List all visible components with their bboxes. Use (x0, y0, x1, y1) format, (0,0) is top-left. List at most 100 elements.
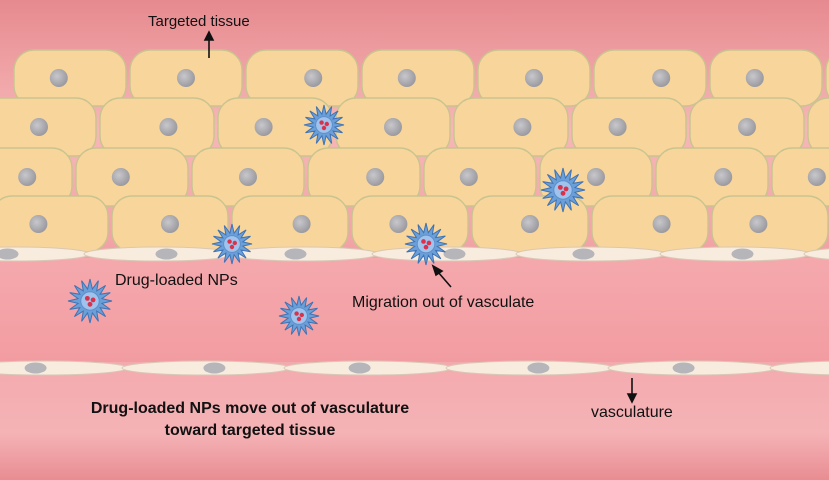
cell-nucleus (292, 215, 311, 233)
label-migration: Migration out of vasculate (352, 294, 535, 311)
cell-nucleus (397, 69, 416, 87)
tissue-cell (807, 97, 829, 157)
cell-nucleus (18, 168, 37, 186)
label-targeted-tissue: Targeted tissue (148, 13, 250, 30)
cell-nucleus (459, 168, 478, 186)
nanoparticle (211, 223, 253, 265)
cell-nucleus (254, 118, 273, 136)
cell-nucleus (161, 215, 179, 233)
tissue-cell (361, 49, 475, 107)
tissue-cell (13, 49, 127, 107)
endothelium-top (0, 246, 829, 262)
cell-nucleus (807, 168, 826, 186)
tissue-cell (471, 195, 589, 253)
cell-nucleus (384, 118, 402, 136)
nanoparticle (278, 295, 320, 337)
cell-nucleus (389, 215, 408, 233)
tissue-cell (245, 49, 359, 107)
endothelial-cell (121, 360, 291, 376)
cell-nucleus (239, 168, 257, 186)
tissue-cells (0, 49, 829, 253)
tissue-cell (655, 147, 769, 207)
tissue-cell (591, 195, 709, 253)
drug-payload (324, 121, 329, 127)
cell-nucleus (745, 69, 764, 87)
tissue-cell (689, 97, 805, 157)
drug-payload (90, 297, 96, 303)
endothelial-cell (659, 246, 811, 262)
endothelial-nucleus (348, 362, 371, 374)
vessel-lumen (0, 258, 829, 364)
tissue-cell (711, 195, 829, 253)
cell-nucleus (159, 118, 178, 136)
cell-nucleus (587, 168, 605, 186)
cell-nucleus (608, 118, 627, 136)
drug-payload (294, 311, 299, 316)
endothelial-cell (515, 246, 667, 262)
arrows (203, 30, 638, 404)
endothelial-cell (769, 360, 829, 376)
drug-payload (421, 239, 426, 244)
cell-nucleus (714, 168, 733, 186)
endothelial-cell (803, 248, 829, 260)
arrowhead-vasculature (626, 393, 638, 404)
endothelial-cell (445, 360, 615, 376)
cell-nucleus (652, 69, 671, 87)
cell-nucleus (49, 69, 68, 87)
cell-nucleus (111, 168, 130, 186)
endothelial-nucleus (155, 248, 178, 260)
endothelial-nucleus (24, 362, 47, 374)
tissue-cell (771, 147, 829, 207)
cell-nucleus (749, 215, 768, 233)
vessel-wall-bottom (0, 362, 829, 480)
nanoparticles (67, 104, 586, 337)
endothelial-nucleus (0, 248, 19, 260)
endothelial-nucleus (572, 248, 595, 260)
tissue-cell (593, 49, 707, 107)
endothelial-cell (83, 246, 235, 262)
nanoparticle (540, 167, 586, 213)
endothelial-nucleus (284, 248, 307, 260)
arrowhead-targeted-tissue (203, 30, 215, 41)
drug-payload (321, 125, 327, 131)
caption-line-1: Drug-loaded NPs move out of vasculature (90, 400, 410, 417)
endothelium-bottom (0, 360, 829, 376)
arrow-migration (437, 271, 452, 288)
drug-payload (423, 244, 429, 250)
drug-payload (319, 120, 324, 125)
endothelial-nucleus (672, 362, 695, 374)
drug-payload (563, 186, 569, 192)
drug-payload (227, 239, 232, 244)
tissue-cell (709, 49, 823, 107)
arrowhead-migration (431, 264, 444, 277)
label-drug-loaded-nps: Drug-loaded NPs (115, 272, 238, 289)
tissue-cell (0, 97, 97, 157)
endothelial-nucleus (443, 248, 466, 260)
tissue-cell (111, 195, 229, 253)
drug-payload (229, 244, 235, 250)
tissue-cell (75, 147, 189, 207)
cell-nucleus (366, 168, 385, 186)
drug-payload (299, 312, 304, 318)
cell-nucleus (738, 118, 756, 136)
drug-payload (87, 301, 93, 307)
cell-nucleus (513, 118, 532, 136)
drug-payload (557, 184, 563, 190)
endothelial-cell (607, 360, 777, 376)
drug-payload (296, 316, 302, 322)
endothelial-cell (283, 360, 453, 376)
cell-nucleus (525, 69, 543, 87)
cell-nucleus (30, 118, 48, 136)
endothelial-cell (227, 246, 379, 262)
drug-payload (84, 295, 90, 301)
drug-payload (426, 240, 432, 246)
drug-payload (560, 190, 566, 196)
nanoparticle (303, 104, 345, 146)
caption: Drug-loaded NPs move out of vasculature … (60, 398, 440, 442)
tissue-cell (0, 195, 109, 253)
endothelial-nucleus (731, 248, 754, 260)
label-vasculature: vasculature (591, 404, 673, 421)
drug-payload (232, 240, 237, 246)
